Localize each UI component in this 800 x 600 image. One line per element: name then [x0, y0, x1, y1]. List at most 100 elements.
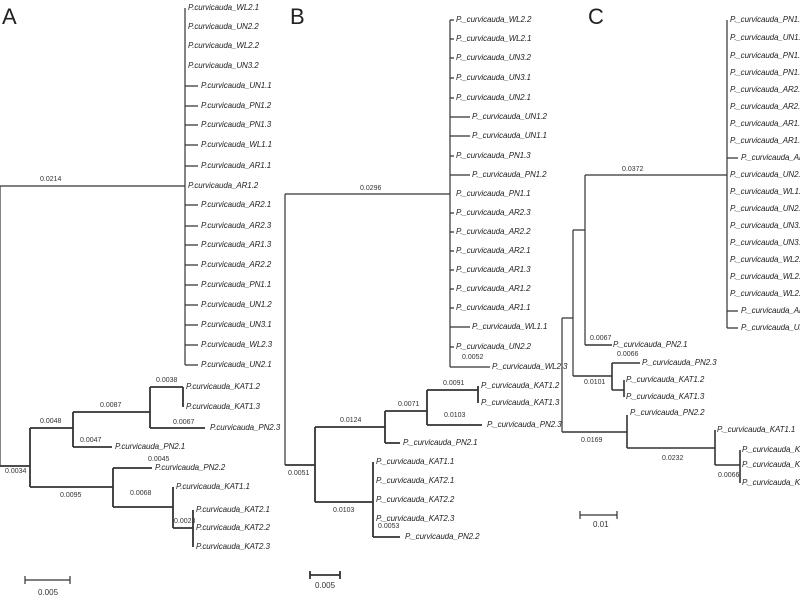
- tree-a-leaf-label: P.curvicauda_AR1.1: [201, 161, 272, 171]
- tree-c-leaf-label: P._curvicauda_KAT1.3: [626, 392, 705, 402]
- tree-c-leaf-label: P._curvicauda_KAT1.1: [717, 425, 796, 435]
- tree-c-leaf-label: P._curvicauda_AR2.2: [730, 102, 800, 112]
- branch-length-label: 0.0066: [718, 472, 740, 479]
- tree-b-leaf-label: P._curvicauda_UN3.1: [456, 73, 531, 83]
- tree-a-leaf-label: P.curvicauda_WL2.1: [188, 3, 259, 13]
- tree-c-leaf-label: P._curvicauda_WL2.3: [730, 272, 800, 282]
- tree-a-leaf-label: P.curvicauda_KAT2.1: [196, 505, 270, 515]
- branch-length-label: 0.0047: [80, 437, 102, 444]
- tree-c-leaf-label: P._curvicauda_PN1.2: [730, 51, 800, 61]
- tree-b-leaf-label: P._curvicauda_PN2.1: [403, 438, 478, 448]
- tree-c-leaf-label: P._curvicauda_PN1.3: [730, 15, 800, 25]
- tree-c-leaf-label: P._curvicauda_AR1.1: [741, 153, 800, 163]
- tree-c-leaf-label: P._curvicauda_AR1.3: [730, 119, 800, 129]
- tree-a-branches: [0, 8, 205, 584]
- tree-b-leaf-label: P._curvicauda_KAT2.2: [376, 495, 455, 505]
- tree-a-leaf-label: P.curvicauda_KAT1.1: [176, 482, 250, 492]
- tree-a-leaf-label: P.curvicauda_UN2.1: [201, 360, 272, 370]
- tree-c-leaf-label: P._curvicauda_KAT1.2: [626, 375, 705, 385]
- tree-b-leaf-label: P._curvicauda_UN3.2: [456, 53, 531, 63]
- tree-b-leaf-label: P._curvicauda_PN2.2: [405, 532, 480, 542]
- branch-length-label: 0.0023: [174, 518, 196, 525]
- tree-a-leaf-label: P.curvicauda_PN2.3: [210, 423, 281, 433]
- branch-length-label: 0.0048: [40, 418, 62, 425]
- tree-a-leaf-label: P.curvicauda_WL2.2: [188, 41, 259, 51]
- branch-length-label: 0.0051: [288, 470, 310, 477]
- tree-b-leaf-label: P._curvicauda_WL2.2: [456, 15, 532, 25]
- tree-a-leaf-label: P.curvicauda_UN2.2: [188, 22, 259, 32]
- branch-length-label: 0.0087: [100, 402, 122, 409]
- tree-a-leaf-label: P.curvicauda_AR2.3: [201, 221, 272, 231]
- tree-a-leaf-label: P.curvicauda_UN1.1: [201, 81, 272, 91]
- branch-length-label: 0.0103: [333, 507, 355, 514]
- scale-bar-label: 0.005: [315, 581, 336, 590]
- branch-length-label: 0.0296: [360, 185, 382, 192]
- tree-a-leaf-label: P.curvicauda_PN2.2: [155, 463, 226, 473]
- branch-length-label: 0.0038: [156, 377, 178, 384]
- tree-b-leaf-label: P._curvicauda_AR1.2: [456, 284, 531, 294]
- tree-a-leaf-label: P.curvicauda_AR1.3: [201, 240, 272, 250]
- tree-c-leaf-label: P._curvicauda_PN2.1: [613, 340, 688, 350]
- tree-b-leaf-label: P._curvicauda_AR2.3: [456, 208, 531, 218]
- tree-b-leaf-label: P._curvicauda_WL2.1: [456, 34, 532, 44]
- tree-c-leaf-label: P._curvicauda_UN2.1: [730, 204, 800, 214]
- branch-length-label: 0.0232: [662, 455, 684, 462]
- tree-c-leaf-label: P._curvicauda_UN2.2: [730, 170, 800, 180]
- panel-letter: C: [588, 4, 604, 29]
- scale-bar-label: 0.005: [38, 588, 59, 597]
- tree-a-leaf-label: P.curvicauda_WL2.3: [201, 340, 272, 350]
- tree-b-leaf-label: P._curvicauda_PN1.3: [456, 151, 531, 161]
- branch-length-label: 0.0067: [590, 335, 612, 342]
- tree-b-leaf-label: P._curvicauda_PN1.1: [456, 189, 531, 199]
- branch-length-label: 0.0053: [378, 523, 400, 530]
- scale-bar-label: 0.01: [593, 520, 609, 529]
- tree-a-leaf-label: P.curvicauda_PN1.3: [201, 120, 272, 130]
- tree-a-leaf-label: P.curvicauda_AR2.2: [201, 260, 272, 270]
- tree-a-leaf-label: P.curvicauda_KAT2.2: [196, 523, 270, 533]
- tree-c-leaf-label: P._curvicauda_KAT2.3: [742, 478, 800, 488]
- branch-length-label: 0.0214: [40, 176, 62, 183]
- tree-b-leaf-label: P._curvicauda_WL1.1: [472, 322, 548, 332]
- tree-b-leaf-label: P._curvicauda_UN1.2: [472, 112, 547, 122]
- tree-b-leaf-label: P._curvicauda_AR1.1: [456, 303, 531, 313]
- tree-c-leaf-label: P._curvicauda_UN1.2: [730, 33, 800, 43]
- tree-a-leaf-label: P.curvicauda_AR2.1: [201, 200, 272, 210]
- tree-c-leaf-label: P._curvicauda_AR2.1: [741, 306, 800, 316]
- tree-c-leaf-label: P._curvicauda_PN2.3: [642, 358, 717, 368]
- branch-length-label: 0.0372: [622, 166, 644, 173]
- tree-c-leaf-label: P._curvicauda_PN2.2: [630, 408, 705, 418]
- panel-letter: B: [290, 4, 305, 29]
- tree-c-leaf-label: P._curvicauda_KAT2.1: [742, 445, 800, 455]
- tree-b-leaf-label: P._curvicauda_WL2.3: [492, 362, 568, 372]
- branch-length-label: 0.0103: [444, 412, 466, 419]
- tree-b-leaf-label: P._curvicauda_UN2.1: [456, 93, 531, 103]
- tree-b-leaf-label: P._curvicauda_KAT1.1: [376, 457, 455, 467]
- tree-a-leaf-label: P.curvicauda_WL1.1: [201, 140, 272, 150]
- tree-a-leaf-label: P.curvicauda_PN1.1: [201, 280, 272, 290]
- tree-c-branches: [561, 20, 741, 519]
- branch-length-label: 0.0066: [617, 351, 639, 358]
- tree-a-leaf-label: P.curvicauda_KAT1.2: [186, 382, 260, 392]
- tree-c-leaf-label: P._curvicauda_WL2.2: [730, 255, 800, 265]
- tree-b-leaf-label: P._curvicauda_UN2.2: [456, 342, 531, 352]
- tree-a-leaf-label: P.curvicauda_PN1.2: [201, 101, 272, 111]
- tree-c-leaf-label: P._curvicauda_KAT2.2: [742, 460, 800, 470]
- branch-length-label: 0.0045: [148, 456, 170, 463]
- tree-b-leaf-label: P._curvicauda_AR2.2: [456, 227, 531, 237]
- tree-c-leaf-label: P._curvicauda_UN3.1: [730, 221, 800, 231]
- tree-c-leaf-label: P._curvicauda_UN3.2: [730, 238, 800, 248]
- branch-length-label: 0.0071: [398, 401, 420, 408]
- tree-c-leaf-label: P._curvicauda_AR1.2: [730, 136, 800, 146]
- branch-length-label: 0.0101: [584, 379, 606, 386]
- tree-b-leaf-label: P._curvicauda_PN1.2: [472, 170, 547, 180]
- tree-a-leaf-label: P.curvicauda_PN2.1: [115, 442, 186, 452]
- branch-length-label: 0.0068: [130, 490, 152, 497]
- tree-a-leaf-label: P.curvicauda_AR1.2: [188, 181, 259, 191]
- branch-length-label: 0.0034: [5, 468, 27, 475]
- tree-c-leaf-label: P._curvicauda_WL1.1: [730, 187, 800, 197]
- tree-b-leaf-label: P._curvicauda_PN2.3: [487, 420, 562, 430]
- branch-length-label: 0.0067: [173, 419, 195, 426]
- tree-c-leaf-label: P._curvicauda_UN1.1: [741, 323, 800, 333]
